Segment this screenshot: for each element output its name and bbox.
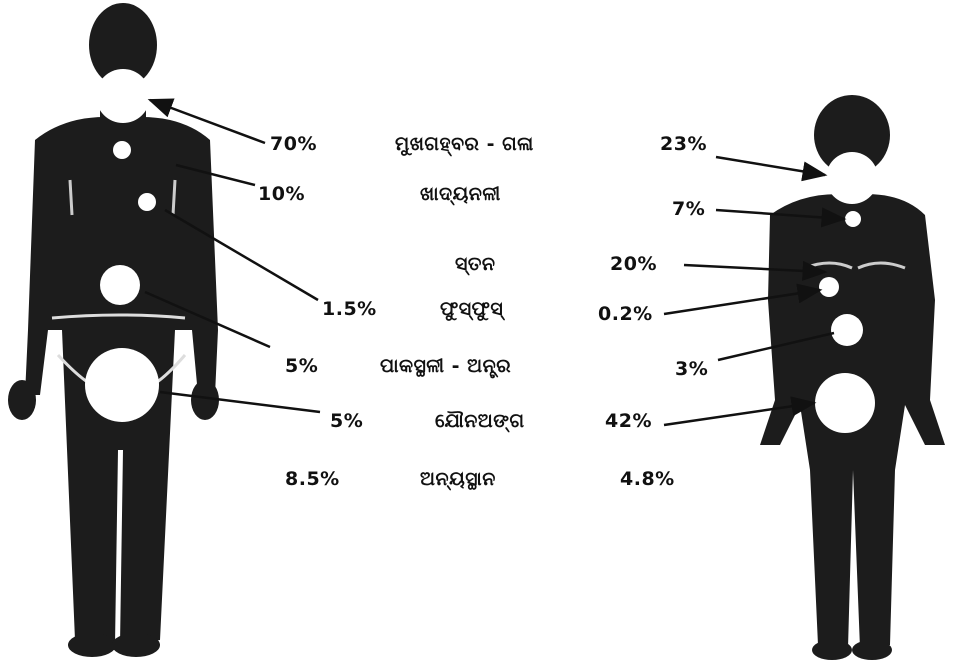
row-genital-female-percent: 42% [605, 412, 652, 431]
row-other-female-percent: 4.8% [620, 470, 675, 489]
male-neck-marker [113, 141, 131, 159]
row-lung-organ: ଫୁସ୍‌ଫୁସ୍ [440, 300, 503, 319]
row-mouth-throat-male-percent: 70% [270, 135, 317, 154]
male-esophagus-marker [138, 193, 156, 211]
row-esophagus-female-percent: 7% [672, 200, 705, 219]
leader-female-mouth-throat [716, 157, 825, 175]
row-lung-male-percent: 1.5% [322, 300, 377, 319]
female-stomach-marker [831, 314, 863, 346]
row-breast-female-percent: 20% [610, 255, 657, 274]
leader-male-genital [160, 392, 320, 412]
male-lung-marker [100, 265, 140, 305]
female-lung-marker [819, 277, 839, 297]
row-mouth-throat-female-percent: 23% [660, 135, 707, 154]
male-genital-marker [85, 348, 159, 422]
row-other-male-percent: 8.5% [285, 470, 340, 489]
row-stomach-male-percent: 5% [285, 357, 318, 376]
row-breast-organ: ସ୍ତନ [455, 255, 496, 274]
row-lung-female-percent: 0.2% [598, 305, 653, 324]
row-other-organ: ଅନ୍ୟସ୍ଥାନ [420, 470, 496, 489]
row-genital-organ: ଯୌନଅଙ୍ଗ [435, 412, 525, 431]
female-esophagus-marker [845, 211, 861, 227]
male-mouth-throat-marker [96, 69, 150, 123]
female-genital-marker [815, 373, 875, 433]
row-stomach-female-percent: 3% [675, 360, 708, 379]
row-esophagus-organ: ଖାଦ୍ୟନଳୀ [420, 185, 501, 204]
female-mouth-throat-marker [826, 152, 878, 204]
row-esophagus-male-percent: 10% [258, 185, 305, 204]
row-genital-male-percent: 5% [330, 412, 363, 431]
row-stomach-organ: ପାକସ୍ଥଳୀ - ଅନ୍ତ୍ର [380, 357, 511, 376]
row-mouth-throat-organ: ମୁଖଗହ୍ବର - ଗଳା [395, 135, 534, 154]
